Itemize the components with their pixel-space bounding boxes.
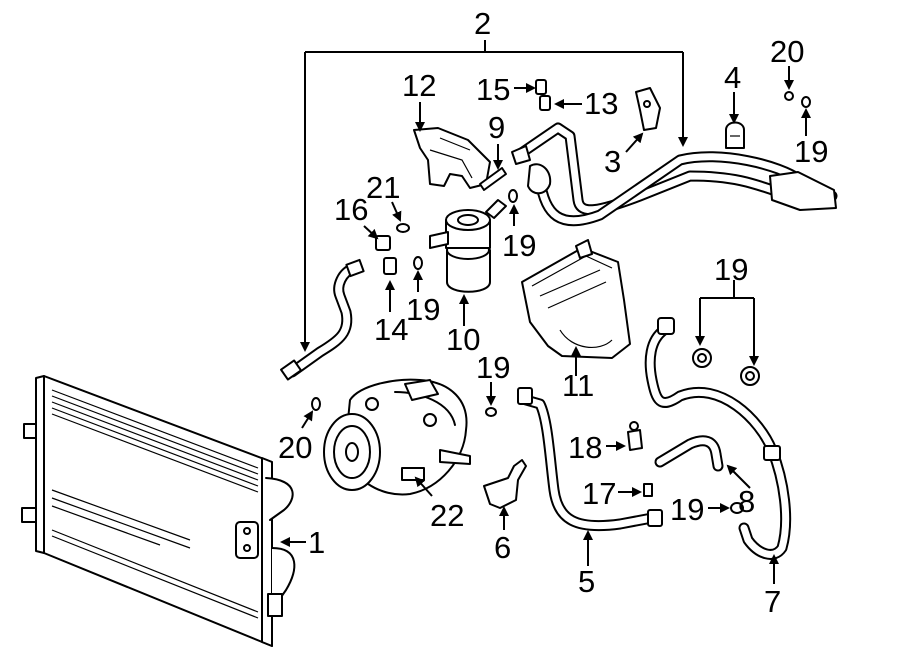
callout-20-top: 20 [770, 34, 804, 69]
hose-assembly-part [511, 122, 838, 227]
callout-12: 12 [402, 68, 436, 103]
callout-19-receiver: 19 [406, 292, 440, 327]
condenser-part [21, 375, 296, 647]
suction-hose-part [517, 387, 663, 532]
callout-13: 13 [584, 86, 618, 121]
compressor-part [323, 378, 471, 496]
callout-21: 21 [366, 170, 400, 205]
callout-17: 17 [582, 476, 616, 511]
callout-20-left: 20 [278, 430, 312, 465]
bracket-part-6 [483, 459, 527, 509]
discharge-hose-part [644, 317, 792, 560]
callout-19-group: 19 [714, 252, 748, 287]
liquid-line-part [280, 258, 365, 381]
callout-19-topright: 19 [794, 134, 828, 169]
callout-11: 11 [562, 368, 594, 403]
callout-5: 5 [578, 564, 595, 599]
callout-labels: 1 2 3 4 5 6 7 8 9 10 11 12 13 14 15 16 1… [278, 6, 828, 619]
cap-part [725, 121, 745, 149]
callout-3: 3 [604, 144, 621, 179]
clip-part [635, 87, 661, 131]
leader-lines [280, 40, 811, 584]
callout-9: 9 [488, 110, 505, 145]
callout-10: 10 [446, 322, 480, 357]
callout-1: 1 [308, 525, 325, 560]
evaporator-case-part [521, 239, 631, 359]
callout-19-hose: 19 [670, 492, 704, 527]
receiver-drier-part [429, 199, 507, 293]
hose-part-8 [654, 435, 724, 472]
callout-19-pin: 19 [502, 228, 536, 263]
callout-14: 14 [374, 312, 408, 347]
callout-2: 2 [474, 6, 491, 41]
callout-4: 4 [724, 60, 741, 95]
callout-6: 6 [494, 530, 511, 565]
callout-18: 18 [568, 430, 602, 465]
callout-19-case: 19 [476, 350, 510, 385]
bracket-part [413, 127, 491, 189]
small-parts [311, 79, 811, 514]
callout-8: 8 [738, 484, 755, 519]
callout-16: 16 [334, 192, 368, 227]
callout-15: 15 [476, 72, 510, 107]
callout-7: 7 [764, 584, 781, 619]
callout-22: 22 [430, 498, 464, 533]
